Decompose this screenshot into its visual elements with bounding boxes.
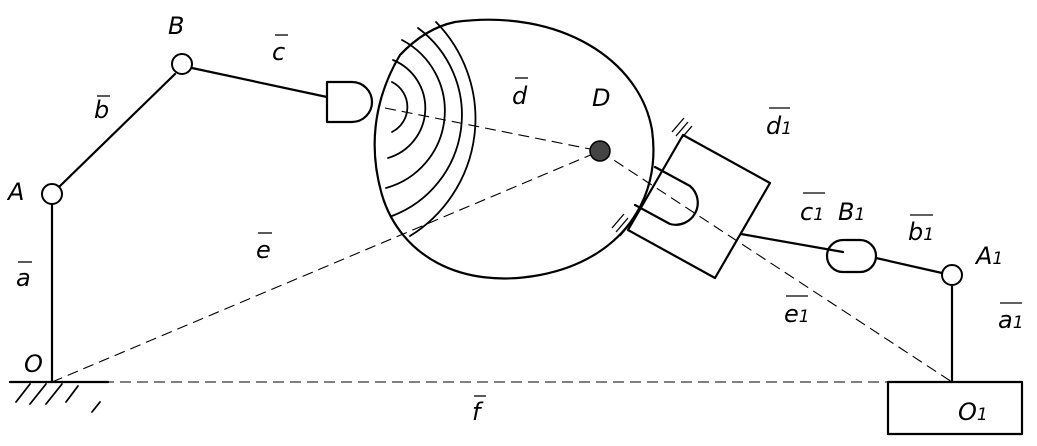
clamp-block [626, 133, 772, 280]
line-e [51, 150, 601, 383]
joint-A1 [941, 264, 963, 286]
arc-3 [385, 39, 446, 189]
link-b [58, 72, 177, 188]
right-capsule [825, 238, 878, 274]
left-chain [41, 53, 329, 384]
label-O: O [24, 350, 43, 378]
line-d [384, 107, 601, 152]
left-gripper [325, 80, 374, 124]
label-c1: c1 [800, 198, 824, 226]
arc-1 [391, 81, 409, 133]
label-B1: B1 [838, 198, 865, 226]
label-c: c [272, 38, 285, 66]
arc-4 [391, 27, 463, 217]
label-d1: d1 [766, 112, 792, 140]
label-b1: b1 [908, 218, 934, 246]
label-e: e [256, 236, 271, 264]
label-O1: O1 [958, 398, 988, 426]
label-B: B [168, 12, 184, 40]
label-D: D [592, 84, 610, 112]
right-clamp [611, 117, 772, 280]
arc-2 [387, 59, 427, 159]
label-f: f [472, 398, 484, 426]
center-point-D [589, 140, 611, 162]
link-b1 [874, 256, 944, 275]
labels: B c b d D d1 A a e c1 B1 b1 A1 a1 e1 O f… [6, 12, 1024, 426]
label-A1: A1 [974, 242, 1003, 270]
label-A: A [6, 178, 24, 206]
label-a: a [16, 264, 31, 292]
sphere-outline [373, 18, 655, 280]
label-b: b [94, 96, 109, 124]
central-body [373, 18, 655, 280]
base-O1 [886, 380, 1024, 436]
joint-B [171, 53, 193, 75]
ground-support-O [8, 380, 110, 413]
right-chain [739, 232, 1024, 436]
clamp-gripper [633, 165, 699, 226]
label-e1: e1 [784, 300, 810, 328]
joint-A [41, 183, 63, 205]
link-c [190, 66, 329, 99]
label-d: d [512, 82, 528, 110]
arc-5 [409, 21, 477, 237]
label-a1: a1 [998, 306, 1024, 334]
vector-overbars [18, 34, 1022, 397]
line-e1 [599, 150, 953, 383]
construction-lines [51, 107, 953, 383]
link-c1 [739, 232, 845, 254]
